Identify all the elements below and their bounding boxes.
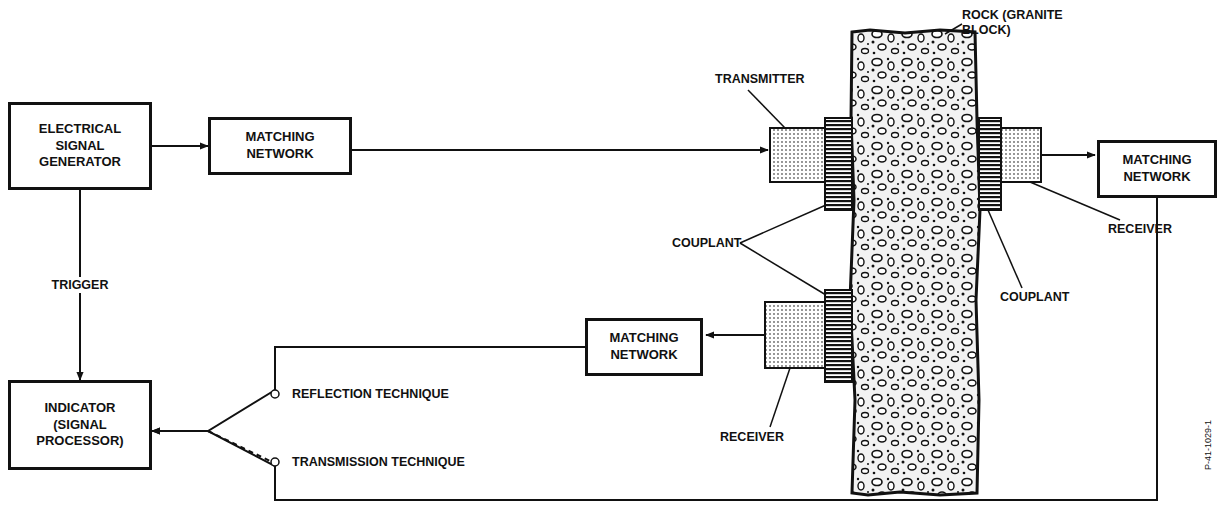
part-label: RECEIVER	[1108, 222, 1172, 237]
technique-label: TRANSMISSION TECHNIQUE	[292, 455, 465, 470]
box-label: ELECTRICAL SIGNAL GENERATOR	[19, 121, 141, 172]
technique-label: REFLECTION TECHNIQUE	[292, 387, 449, 402]
part-label: ROCK (GRANITE BLOCK)	[962, 8, 1082, 38]
part-label: COUPLANT	[1000, 290, 1069, 305]
part-label: TRANSMITTER	[715, 72, 805, 87]
box-label: MATCHING NETWORK	[219, 129, 341, 163]
connector	[152, 198, 1157, 500]
matching-network-box: MATCHING NETWORK	[585, 318, 703, 376]
matching-network-box: MATCHING NETWORK	[1097, 140, 1217, 198]
box-label: INDICATOR (SIGNAL PROCESSOR)	[19, 400, 141, 451]
indicator-box: INDICATOR (SIGNAL PROCESSOR)	[8, 380, 152, 470]
connector	[152, 347, 585, 431]
part-label: RECEIVER	[720, 430, 784, 445]
matching-network-box: MATCHING NETWORK	[208, 117, 352, 175]
drawing-number: P-41-1029-1	[1203, 420, 1214, 470]
connector	[152, 145, 208, 147]
signal-label: TRIGGER	[49, 277, 112, 293]
box-label: MATCHING NETWORK	[1108, 152, 1206, 186]
part-label: COUPLANT	[672, 236, 741, 251]
box-label: MATCHING NETWORK	[596, 330, 692, 364]
generator-box: ELECTRICAL SIGNAL GENERATOR	[8, 102, 152, 190]
